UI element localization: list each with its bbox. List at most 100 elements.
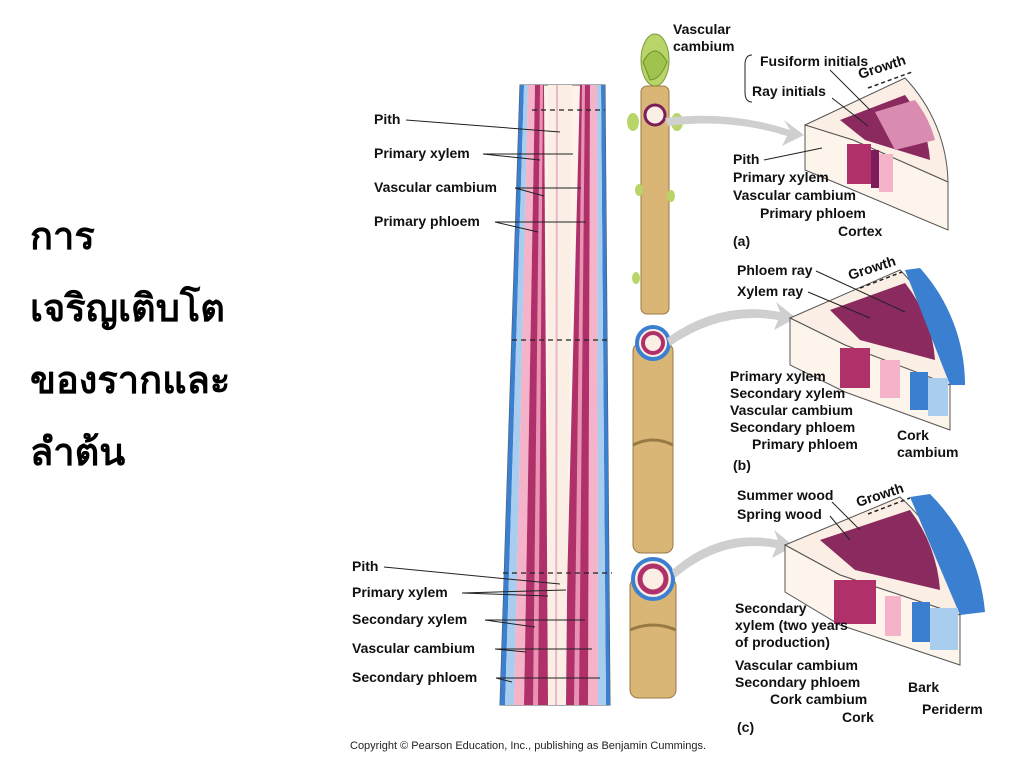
panel-c-front-xylem [834,580,876,624]
lateral-bud-icon-1 [627,113,639,131]
label-vascular-cambium-header-2: cambium [673,38,734,54]
leader-xylem-ray [807,291,871,319]
panel-b-front-phloem [880,360,900,398]
label-secondary-c: Secondary [735,600,807,616]
label-primary-xylem-b: Primary xylem [730,368,826,384]
node-icon-1 [635,184,643,196]
panel-c-xylem-band [820,510,940,590]
label-tag-c: (c) [737,719,754,735]
cambium-right [574,85,585,705]
outer-blue-phloem-left [500,85,524,705]
light-blue-left [505,85,528,705]
bracket-vascular-cambium [744,54,753,103]
label-secondary-phloem-b: Secondary phloem [730,419,855,435]
label-secondary-phloem-c: Secondary phloem [735,674,860,690]
leader-pith-bottom [383,566,561,585]
panel-b-front-periphery [928,378,948,416]
label-vascular-cambium-a: Vascular cambium [733,187,856,203]
label-fusiform-initials: Fusiform initials [760,53,868,69]
node-icon-3 [632,272,640,284]
panel-b-front-xylem [840,348,870,388]
label-primary-xylem-a: Primary xylem [733,169,829,185]
bud-scale-icon [642,50,668,81]
leader-pxylem-bottom-1 [461,592,549,597]
node-icon-2 [667,190,675,202]
label-primary-xylem-top: Primary xylem [374,145,470,161]
panel-a-front-xylem [847,144,871,184]
title-line-1: การ [30,213,95,258]
cutaway-panel-c [783,494,985,666]
label-vascular-cambium-c: Vascular cambium [735,657,858,673]
cutaway-panel-a [803,77,949,231]
panel-b-blue-band [905,268,965,385]
bottom-left-labels: Pith Primary xylem Secondary xylem Vascu… [352,558,600,685]
leaf-scar-icon-2 [632,438,674,447]
leader-phloem-ray [815,270,906,313]
top-left-labels: Pith Primary xylem Vascular cambium Prim… [374,111,586,233]
leader-pith-top [405,119,561,133]
label-secondary-xylem-bottom: Secondary xylem [352,611,467,627]
label-pith-a: Pith [733,151,759,167]
label-vascular-cambium-bottom: Vascular cambium [352,640,475,656]
panel-b-front-cork [910,372,928,410]
leader-sphloem-bottom-1 [495,677,513,683]
leader-pphloem-top-1 [494,221,539,233]
panel-c-front-phloem [885,596,901,636]
label-primary-phloem-a: Primary phloem [760,205,866,221]
growth-arrow-b [859,271,903,289]
leader-ray [831,97,869,127]
leaf-scar-icon-3 [629,623,677,632]
label-primary-phloem-b: Primary phloem [752,436,858,452]
panel-c-front-bark [930,608,958,650]
slide-title: การ เจริญเติบโต ของรากและ ลำต้น [30,200,290,488]
label-bark: Bark [908,679,939,695]
stem-section-disc-1 [643,103,667,127]
label-ray-initials: Ray initials [752,83,826,99]
panel-a-front-phloem [879,154,893,192]
cutaway-panel-b [788,268,965,431]
light-blue-right [597,85,606,705]
label-pith-bottom: Pith [352,558,378,574]
leader-spring-wood [829,515,851,541]
outer-blue-phloem-right [601,85,610,705]
xylem-left [524,85,548,705]
leader-pith-a [763,147,823,161]
label-cork-cambium-c: Cork cambium [770,691,867,707]
leader-summer-wood [831,501,861,531]
label-primary-phloem-top: Primary phloem [374,213,480,229]
label-summer-wood: Summer wood [737,487,833,503]
panel-b-labels: Growth Phloem ray Xylem ray Primary xyle… [730,252,958,473]
panel-c-front-cork [912,602,930,642]
label-cork-c: Cork [842,709,874,725]
copyright-notice: Copyright © Pearson Education, Inc., pub… [350,740,707,752]
phloem-pink-right [588,85,598,705]
label-spring-wood: Spring wood [737,506,822,522]
stem-section-inner-3 [637,563,669,595]
panel-a-phloem-band [875,100,935,150]
stem-external-views [627,33,683,699]
title-line-4: ลำต้น [30,429,126,474]
growth-arrow-a [867,71,913,89]
arrow-to-panel-b [667,302,796,346]
cambium-left [533,85,543,705]
label-tag-a: (a) [733,233,750,249]
label-periderm: Periderm [922,701,983,717]
long-section [499,84,612,706]
growth-arrow-c [867,497,911,515]
label-primary-xylem-bottom: Primary xylem [352,584,448,600]
label-phloem-ray: Phloem ray [737,262,813,278]
phloem-pink-left [514,85,535,705]
panel-a-front-cambium [871,150,879,188]
leader-sxylem-bottom-1 [484,619,536,628]
pith-core [548,85,572,705]
label-tag-b: (b) [733,457,751,473]
leader-vc-top-1 [514,187,545,197]
label-secondary-phloem-bottom: Secondary phloem [352,669,477,685]
leader-pxylem-bottom-2 [461,589,567,594]
label-xylem-ray: Xylem ray [737,283,803,299]
panel-c-blue-band [910,494,985,615]
arrow-to-panel-c [672,530,794,578]
label-vascular-cambium-b: Vascular cambium [730,402,853,418]
